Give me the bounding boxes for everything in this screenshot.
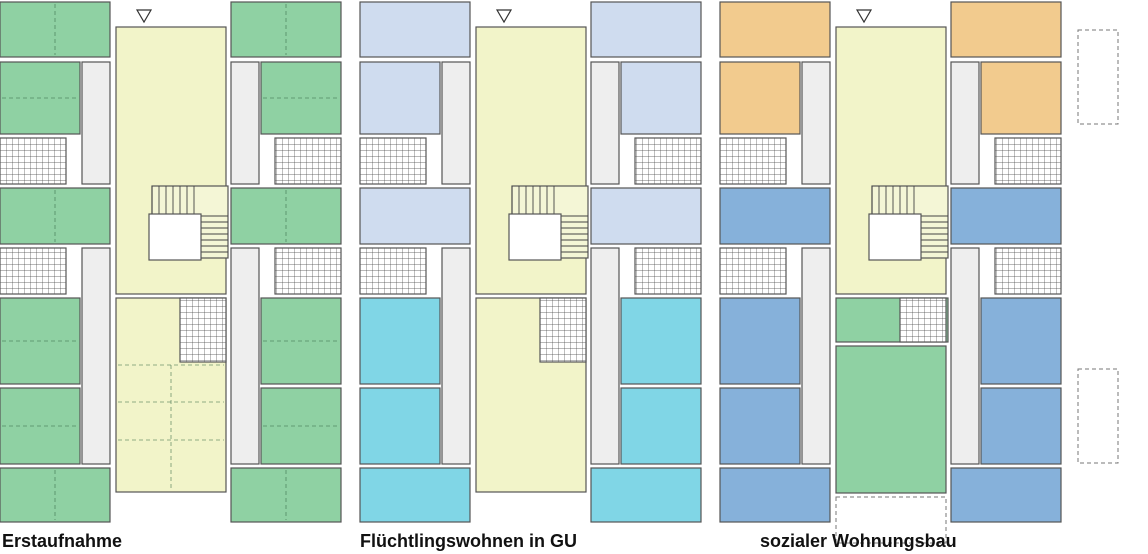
left-corridor-upper — [81, 61, 111, 185]
left-unit-bottom — [719, 467, 831, 523]
left-extension-top — [1077, 29, 1119, 125]
stair-shaft — [868, 213, 922, 261]
left-unit-lower-2 — [359, 387, 441, 465]
left-unit-2 — [359, 61, 441, 135]
triangle-down-icon — [855, 9, 873, 24]
right-balcony-1 — [274, 137, 342, 185]
left-unit-mid — [719, 187, 831, 245]
right-unit-lower-2 — [620, 387, 702, 465]
left-corridor-upper — [801, 61, 831, 185]
right-unit-lower-2 — [980, 387, 1062, 465]
left-balcony-2 — [359, 247, 427, 295]
left-corridor-lower — [441, 247, 471, 465]
left-unit-lower-2 — [719, 387, 801, 465]
left-balcony-1 — [719, 137, 787, 185]
left-balcony-2 — [0, 247, 67, 295]
caption-erstaufnahme: Erstaufnahme — [2, 531, 123, 551]
triangle-down-icon — [495, 9, 513, 24]
right-unit-lower-1 — [980, 297, 1062, 385]
right-balcony-2 — [634, 247, 702, 295]
right-balcony-1 — [634, 137, 702, 185]
core-lower-unit — [835, 345, 947, 494]
right-corridor-upper — [230, 61, 260, 185]
caption-sozialer-wohnungsbau: sozialer Wohnungsbau — [760, 531, 957, 551]
left-unit-2 — [719, 61, 801, 135]
triangle-down-icon — [135, 9, 153, 24]
core-balcony — [179, 297, 227, 363]
right-balcony-1 — [994, 137, 1062, 185]
core-balcony — [899, 297, 947, 343]
stair-shaft — [148, 213, 202, 261]
right-unit-mid — [950, 187, 1062, 245]
right-balcony-2 — [994, 247, 1062, 295]
right-corridor-lower — [950, 247, 980, 465]
left-balcony-2 — [719, 247, 787, 295]
right-unit-bottom — [590, 467, 702, 523]
left-corridor-lower — [81, 247, 111, 465]
core-future-extension — [835, 496, 947, 544]
plan-fluechtlingswohnen — [359, 1, 702, 523]
left-corridor-lower — [801, 247, 831, 465]
stair-shaft — [508, 213, 562, 261]
left-unit-lower-1 — [719, 297, 801, 385]
right-unit-top — [590, 1, 702, 58]
right-corridor-upper — [590, 61, 620, 185]
left-extension-bottom — [1077, 368, 1119, 464]
left-unit-bottom — [359, 467, 471, 523]
right-corridor-lower — [590, 247, 620, 465]
left-corridor-upper — [441, 61, 471, 185]
right-unit-mid — [590, 187, 702, 245]
plan-sozialer-wohnungsbau — [719, 1, 1119, 544]
right-corridor-upper — [950, 61, 980, 185]
left-unit-top — [719, 1, 831, 58]
right-balcony-2 — [274, 247, 342, 295]
left-balcony-1 — [0, 137, 67, 185]
right-corridor-lower — [230, 247, 260, 465]
left-unit-mid — [359, 187, 471, 245]
plan-erstaufnahme — [0, 1, 342, 523]
right-unit-2 — [980, 61, 1062, 135]
left-unit-top — [359, 1, 471, 58]
right-unit-lower-1 — [620, 297, 702, 385]
right-unit-2 — [620, 61, 702, 135]
left-balcony-1 — [359, 137, 427, 185]
right-unit-bottom — [950, 467, 1062, 523]
left-unit-lower-1 — [359, 297, 441, 385]
core-balcony — [539, 297, 587, 363]
caption-fluechtlingswohnen: Flüchtlingswohnen in GU — [360, 531, 577, 551]
right-unit-top — [950, 1, 1062, 58]
